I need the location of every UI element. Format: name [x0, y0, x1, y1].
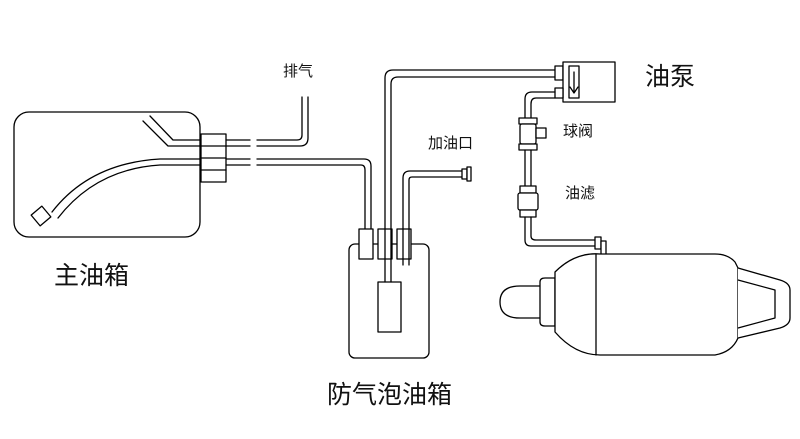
oil-filter-label: 油滤: [565, 184, 596, 202]
filler-label: 加油口: [428, 134, 474, 152]
filler-line: [402, 170, 463, 266]
pickup-clunk: [30, 205, 52, 227]
filler-cap: [461, 166, 472, 182]
engine-exhaust: [737, 267, 791, 339]
fitting-stubs: [225, 139, 251, 166]
anti-foam-tank-label: 防气泡油箱: [327, 380, 453, 409]
pump-label: 油泵: [645, 62, 696, 91]
tank-fitting: [200, 133, 227, 183]
ball-valve-label: 球阀: [563, 122, 594, 140]
main-tank-pickup-pipe: [51, 158, 206, 219]
pump-flow-arrow: [569, 71, 579, 94]
ball-valve: [518, 117, 547, 151]
pump-outlet-line: [524, 91, 556, 119]
anti-foam-pickup: [377, 281, 402, 333]
oil-filter: [517, 185, 539, 218]
filter-to-engine-line: [524, 216, 596, 247]
engine-intake: [539, 277, 556, 327]
valve-to-filter-line: [524, 149, 532, 187]
vent-label: 排气: [283, 62, 314, 80]
engine-fuel-inlet: [594, 236, 607, 256]
engine-body: [554, 253, 739, 356]
main-tank-label: 主油箱: [54, 261, 130, 290]
fuel-pump: [554, 61, 616, 103]
main-tank: [13, 111, 206, 238]
vent-line: [256, 96, 309, 147]
engine-nose: [499, 285, 546, 319]
feed-line: [256, 158, 372, 266]
pump-supply-line: [384, 69, 556, 283]
main-tank-vent-pipe: [142, 115, 206, 147]
jet-engine: [499, 253, 791, 356]
anti-foam-tank: [348, 228, 430, 359]
